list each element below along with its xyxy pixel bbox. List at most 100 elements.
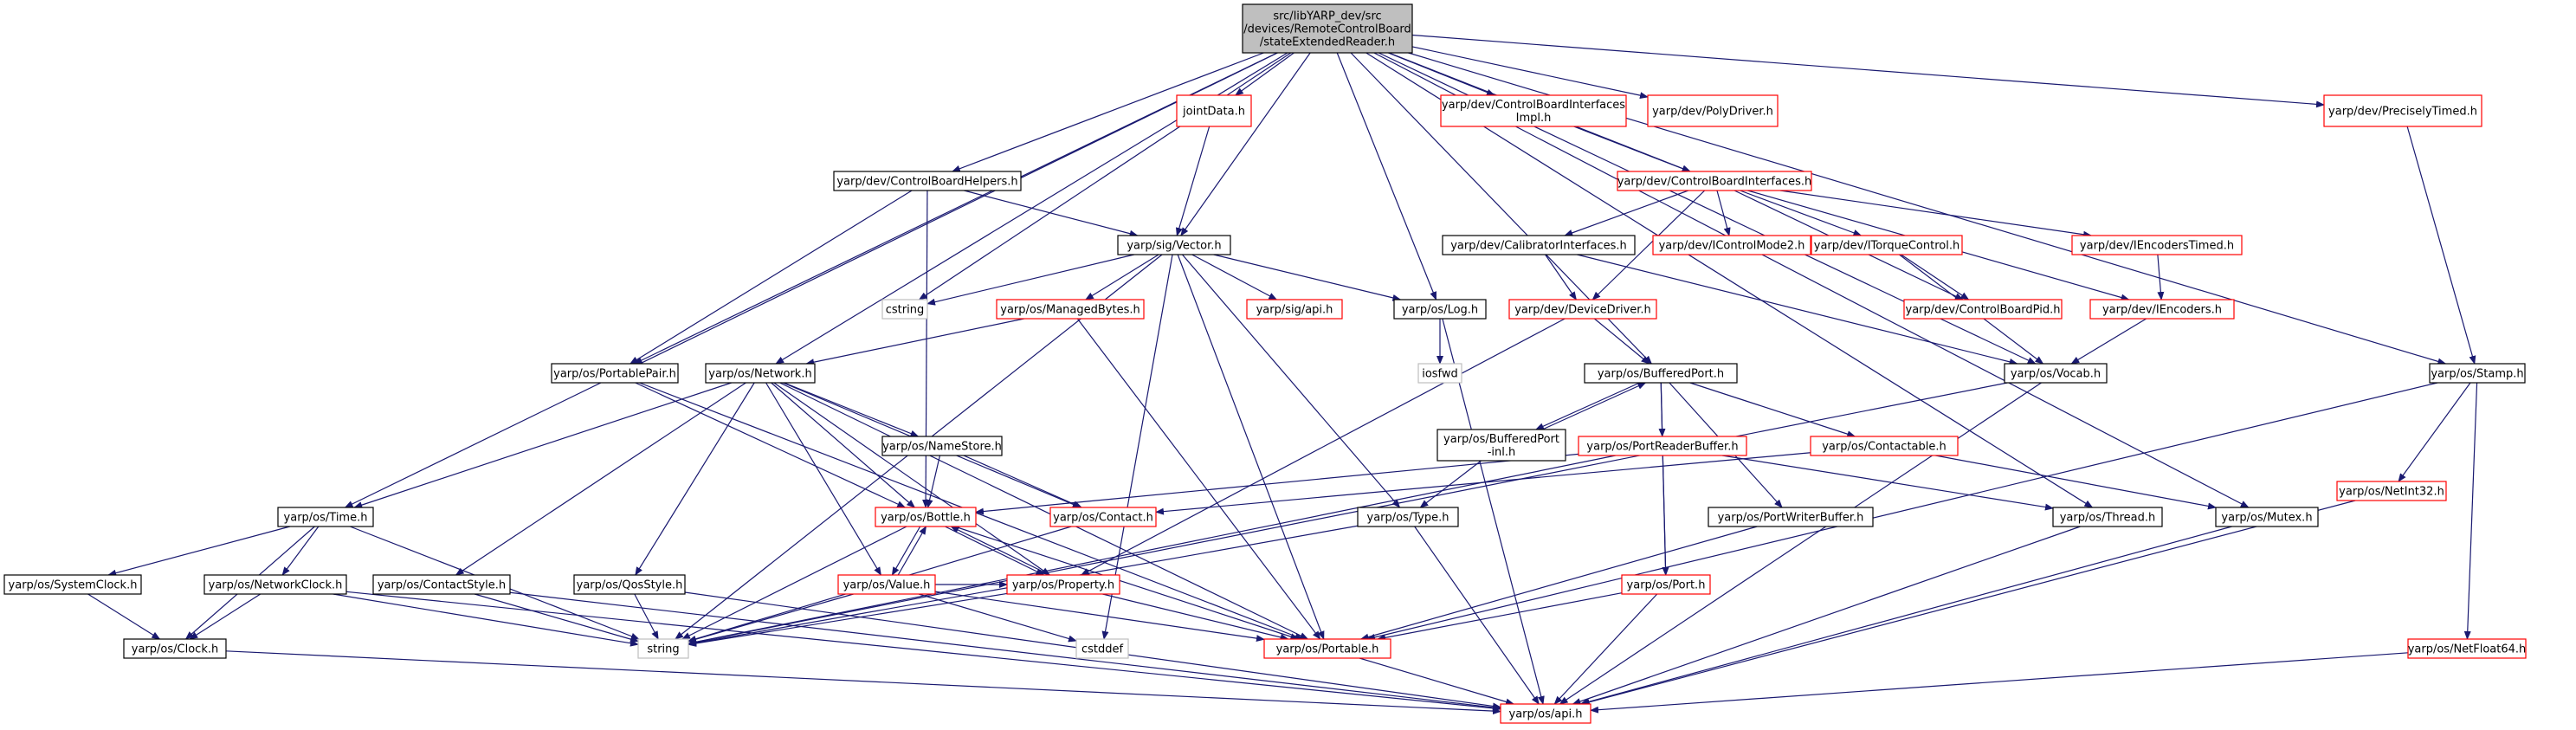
node-sigapi[interactable]: yarp/sig/api.h [1246, 299, 1343, 320]
node-vocab[interactable]: yarp/os/Vocab.h [2004, 363, 2108, 384]
node-contactable[interactable]: yarp/os/Contactable.h [1810, 436, 1959, 456]
node-cstring[interactable]: cstring [881, 299, 928, 320]
node-label: yarp/os/Mutex.h [2221, 512, 2312, 525]
node-log[interactable]: yarp/os/Log.h [1393, 299, 1487, 320]
node-string[interactable]: string [637, 638, 689, 659]
edge-contactStyle-to-string [474, 593, 639, 643]
node-calib[interactable]: yarp/dev/CalibratorInterfaces.h [1442, 235, 1636, 255]
edge-itorque-to-cbpid [1901, 254, 1970, 300]
node-type[interactable]: yarp/os/Type.h [1357, 507, 1459, 527]
edge-iencoders-to-vocab [2070, 318, 2147, 365]
node-box [1811, 235, 1963, 255]
node-networkClock[interactable]: yarp/os/NetworkClock.h [203, 574, 347, 595]
node-box [1357, 507, 1459, 527]
node-iosfwd[interactable]: iosfwd [1417, 363, 1462, 384]
edge-root-to-portablePair [633, 52, 1278, 365]
node-label: yarp/dev/ControlBoardInterfaces [1442, 99, 1625, 112]
node-portReaderBuffer[interactable]: yarp/os/PortReaderBuffer.h [1578, 436, 1747, 456]
node-itorque[interactable]: yarp/dev/ITorqueControl.h [1811, 235, 1963, 255]
node-bufferedPort[interactable]: yarp/os/BufferedPort.h [1584, 363, 1738, 384]
node-label: yarp/os/Type.h [1367, 512, 1449, 525]
node-box [2429, 363, 2526, 384]
edge-calib-to-vocab [1577, 254, 2018, 365]
node-time[interactable]: yarp/os/Time.h [277, 507, 374, 527]
edge-vocab-to-string [688, 382, 2008, 646]
edge-systemClock-to-clock [87, 593, 161, 640]
node-cstddef[interactable]: cstddef [1075, 638, 1129, 659]
node-box [1176, 94, 1252, 127]
node-box [1621, 574, 1711, 595]
node-deviceDriver[interactable]: yarp/dev/DeviceDriver.h [1508, 299, 1657, 320]
node-nameStore[interactable]: yarp/os/NameStore.h [881, 436, 1003, 456]
node-label: yarp/dev/ControlBoardPid.h [1906, 304, 2061, 317]
node-qosStyle[interactable]: yarp/os/QosStyle.h [573, 574, 686, 595]
edge-bufferedPort-to-bufferedPortInl [1534, 382, 1640, 430]
node-property[interactable]: yarp/os/Property.h [1006, 574, 1120, 595]
node-box [1440, 94, 1627, 127]
node-contact[interactable]: yarp/os/Contact.h [1049, 507, 1157, 527]
node-label: yarp/os/NetworkClock.h [209, 579, 343, 592]
node-osapi[interactable]: yarp/os/api.h [1500, 703, 1591, 724]
nodes-layer: src/libYARP_dev/src/devices/RemoteContro… [3, 3, 2527, 724]
node-portWriterBuffer[interactable]: yarp/os/PortWriterBuffer.h [1708, 507, 1874, 527]
node-bufferedPortInl[interactable]: yarp/os/BufferedPort-inl.h [1436, 429, 1566, 462]
node-label: yarp/os/Bottle.h [881, 512, 971, 525]
node-jointData[interactable]: jointData.h [1176, 94, 1252, 127]
node-polyDriver[interactable]: yarp/dev/PolyDriver.h [1647, 94, 1779, 127]
node-label: yarp/os/PortReaderBuffer.h [1586, 441, 1738, 454]
edge-value-to-cstddef [918, 593, 1077, 643]
node-box [1578, 436, 1747, 456]
node-root[interactable]: src/libYARP_dev/src/devices/RemoteContro… [1242, 3, 1413, 54]
edge-type-to-osapi [1414, 526, 1540, 705]
node-box [2071, 235, 2243, 255]
edge-portablePair-to-bottle [635, 382, 907, 508]
node-value[interactable]: yarp/os/Value.h [837, 574, 936, 595]
node-label: yarp/os/BufferedPort [1443, 433, 1559, 446]
node-contactStyle[interactable]: yarp/os/ContactStyle.h [372, 574, 511, 595]
node-portable[interactable]: yarp/os/Portable.h [1263, 638, 1391, 659]
node-vector[interactable]: yarp/sig/Vector.h [1117, 235, 1231, 255]
node-cbpid[interactable]: yarp/dev/ControlBoardPid.h [1903, 299, 2063, 320]
edge-network-to-value [765, 382, 881, 576]
node-label: yarp/os/Value.h [843, 579, 931, 592]
node-cbHelpers[interactable]: yarp/dev/ControlBoardHelpers.h [833, 171, 1022, 191]
node-label: yarp/os/Vocab.h [2011, 368, 2101, 381]
edge-value-to-bottle [897, 526, 927, 576]
edge-root-to-jointData [1235, 52, 1294, 96]
node-stamp[interactable]: yarp/os/Stamp.h [2429, 363, 2526, 384]
node-systemClock[interactable]: yarp/os/SystemClock.h [3, 574, 142, 595]
node-network[interactable]: yarp/os/Network.h [705, 363, 816, 384]
node-bottle[interactable]: yarp/os/Bottle.h [875, 507, 977, 527]
node-netfloat64[interactable]: yarp/os/NetFloat64.h [2407, 638, 2527, 659]
node-icm2[interactable]: yarp/dev/IControlMode2.h [1652, 235, 1811, 255]
node-managedBytes[interactable]: yarp/os/ManagedBytes.h [996, 299, 1145, 320]
node-cbi[interactable]: yarp/dev/ControlBoardInterfaces.h [1617, 171, 1812, 191]
edge-jointData-to-vector [1175, 126, 1211, 236]
node-box [277, 507, 374, 527]
node-preciselyTimed[interactable]: yarp/dev/PreciselyTimed.h [2323, 94, 2482, 127]
node-label: yarp/os/Time.h [284, 512, 368, 525]
node-mutex[interactable]: yarp/os/Mutex.h [2215, 507, 2319, 527]
node-port[interactable]: yarp/os/Port.h [1621, 574, 1711, 595]
node-ienctimed[interactable]: yarp/dev/IEncodersTimed.h [2071, 235, 2243, 255]
edge-deviceDriver-to-bufferedPort [1593, 318, 1650, 365]
node-label: yarp/os/Clock.h [132, 643, 218, 656]
edge-cbi-to-calib [1564, 190, 1689, 236]
edge-vector-to-log [1213, 254, 1402, 301]
edge-cbi-to-ienctimed [1779, 190, 2093, 238]
node-portablePair[interactable]: yarp/os/PortablePair.h [551, 363, 679, 384]
node-clock[interactable]: yarp/os/Clock.h [123, 638, 227, 659]
edge-networkClock-to-clock [189, 593, 261, 640]
node-label: yarp/dev/ControlBoardHelpers.h [836, 176, 1017, 189]
node-iencoders[interactable]: yarp/dev/IEncoders.h [2089, 299, 2235, 320]
node-box [1652, 235, 1811, 255]
node-netint32[interactable]: yarp/os/NetInt32.h [2336, 481, 2447, 501]
node-label: yarp/dev/IControlMode2.h [1659, 240, 1805, 253]
edge-bottle-to-value [891, 526, 921, 576]
edge-cbHelpers-to-vector [964, 190, 1139, 237]
node-box [1436, 429, 1566, 462]
node-thread[interactable]: yarp/os/Thread.h [2052, 507, 2163, 527]
node-box [637, 638, 689, 659]
node-label: yarp/os/Portable.h [1276, 643, 1379, 656]
